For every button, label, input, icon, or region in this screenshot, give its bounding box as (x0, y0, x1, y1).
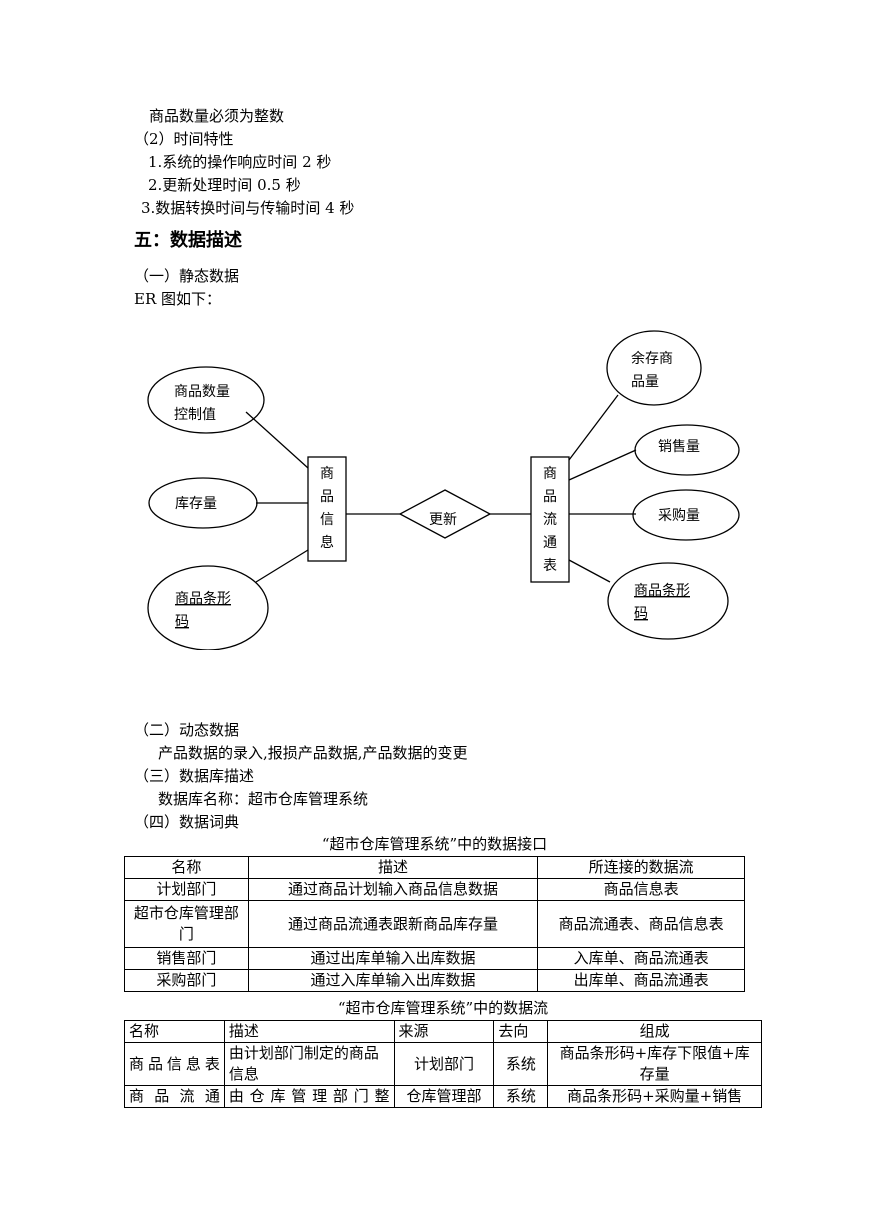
er-attr-barcode-right-line2: 码 (634, 606, 648, 622)
er-entity-product-info-char2: 品 (320, 489, 334, 505)
subheading-data-dictionary: （四）数据词典 (134, 813, 240, 831)
table2-header-dst: 去向 (493, 1020, 549, 1043)
er-link-quantity-control (245, 411, 309, 469)
table2-cell-name: 商品信息表 (124, 1042, 225, 1086)
section-heading-data-description: 五：数据描述 (134, 230, 242, 251)
er-attr-quantity-control-line1: 商品数量 (174, 384, 230, 400)
text-update-time: 2.更新处理时间 0.5 秒 (148, 176, 301, 194)
er-attr-remaining (606, 330, 702, 406)
table-header-row: 名称 描述 来源 去向 组成 (124, 1020, 762, 1043)
er-attr-sales (634, 424, 740, 476)
er-attr-remaining-line1: 余存商 (631, 350, 673, 367)
table1-cell-flow: 入库单、商品流通表 (537, 947, 745, 970)
text-response-time: 1.系统的操作响应时间 2 秒 (148, 153, 332, 171)
table2-cell-src: 仓库管理部 (393, 1085, 495, 1108)
table2-caption: “超市仓库管理系统”中的数据流 (337, 999, 549, 1017)
table2-cell-src: 计划部门 (393, 1042, 495, 1086)
text-integer-rule: 商品数量必须为整数 (149, 107, 285, 125)
er-attr-purchase (632, 489, 740, 541)
er-attr-quantity-control (147, 366, 265, 434)
table1-header-desc: 描述 (247, 856, 539, 879)
er-attr-barcode-right-line1: 商品条形 (634, 582, 690, 599)
table1-cell-desc: 通过商品流通表跟新商品库存量 (247, 900, 539, 948)
er-attr-purchase-label: 采购量 (658, 508, 700, 524)
text-transfer-time: 3.数据转换时间与传输时间 4 秒 (141, 199, 355, 217)
er-entity-circulation-char4: 通 (543, 535, 557, 551)
table2-cell-desc: 由仓库管理部门整 (223, 1085, 395, 1108)
er-diagram: 商品数量 控制值 库存量 商品条形 码 商 品 信 息 更新 商 品 流 通 表… (147, 330, 740, 650)
dynamic-data-description: 产品数据的录入,报损产品数据,产品数据的变更 (158, 744, 468, 762)
er-link-barcode-right (568, 559, 611, 583)
database-name: 数据库名称：超市仓库管理系统 (158, 790, 369, 808)
er-attr-sales-label: 销售量 (658, 439, 700, 455)
er-attr-barcode-left (147, 565, 269, 650)
table2-header-name: 名称 (124, 1020, 225, 1043)
table2-header-comp: 组成 (547, 1020, 762, 1043)
table1-cell-name: 采购部门 (124, 969, 249, 992)
table-row: 超市仓库管理部门 通过商品流通表跟新商品库存量 商品流通表、商品信息表 (124, 900, 745, 948)
table-row: 商品流通 由仓库管理部门整 仓库管理部 系统 商品条形码+采购量+销售 (124, 1085, 762, 1108)
table1-caption: “超市仓库管理系统”中的数据接口 (321, 835, 548, 853)
er-link-sales (568, 449, 637, 481)
er-link-remaining (568, 394, 619, 461)
table-row: 销售部门 通过出库单输入出库数据 入库单、商品流通表 (124, 947, 745, 970)
er-relation-update-label: 更新 (429, 512, 457, 528)
table1-cell-name: 超市仓库管理部门 (124, 900, 249, 948)
er-link-barcode-left (255, 549, 309, 583)
er-relation-update (398, 489, 492, 539)
table2-header-desc: 描述 (223, 1020, 395, 1043)
table1-cell-flow: 商品流通表、商品信息表 (537, 900, 745, 948)
table2-header-src: 来源 (393, 1020, 495, 1043)
er-entity-product-info (307, 456, 347, 562)
table2-cell-desc: 由计划部门制定的商品信息 (223, 1042, 395, 1086)
er-attr-barcode-right (607, 562, 729, 640)
table-header-row: 名称 描述 所连接的数据流 (124, 856, 745, 879)
table2-cell-comp: 商品条形码+库存下限值+库存量 (547, 1042, 762, 1086)
table1-cell-desc: 通过出库单输入出库数据 (247, 947, 539, 970)
er-attr-stock-label: 库存量 (175, 496, 217, 512)
text-time-feature: （2）时间特性 (134, 130, 234, 148)
er-attr-quantity-control-line2: 控制值 (174, 407, 216, 423)
table-row: 商品信息表 由计划部门制定的商品信息 计划部门 系统 商品条形码+库存下限值+库… (124, 1042, 762, 1086)
er-entity-circulation (530, 456, 570, 583)
er-intro-text: ER 图如下： (134, 290, 222, 308)
er-entity-product-info-char3: 信 (320, 512, 334, 528)
er-attr-remaining-line2: 品量 (631, 374, 659, 390)
subheading-database-description: （三）数据库描述 (134, 767, 255, 785)
table2-cell-dst: 系统 (493, 1085, 549, 1108)
table1-cell-flow: 出库单、商品流通表 (537, 969, 745, 992)
table1-cell-desc: 通过商品计划输入商品信息数据 (247, 878, 539, 901)
table1-header-name: 名称 (124, 856, 249, 879)
er-attr-stock (148, 477, 258, 529)
table1-cell-desc: 通过入库单输入出库数据 (247, 969, 539, 992)
table1-cell-name: 计划部门 (124, 878, 249, 901)
er-entity-product-info-char1: 商 (320, 466, 334, 482)
table1-header-flow: 所连接的数据流 (537, 856, 745, 879)
subheading-dynamic-data: （二）动态数据 (134, 721, 240, 739)
table1-cell-flow: 商品信息表 (537, 878, 745, 901)
er-attr-barcode-left-line1: 商品条形 (175, 590, 231, 607)
table-row: 采购部门 通过入库单输入出库数据 出库单、商品流通表 (124, 969, 745, 992)
er-entity-circulation-char1: 商 (543, 466, 557, 482)
er-entity-circulation-char3: 流 (543, 512, 557, 528)
er-attr-barcode-left-line2: 码 (175, 614, 189, 630)
table1-cell-name: 销售部门 (124, 947, 249, 970)
table2-cell-comp: 商品条形码+采购量+销售 (547, 1085, 762, 1108)
er-entity-circulation-char5: 表 (543, 558, 557, 574)
table-row: 计划部门 通过商品计划输入商品信息数据 商品信息表 (124, 878, 745, 901)
data-interface-table: 名称 描述 所连接的数据流 计划部门 通过商品计划输入商品信息数据 商品信息表 … (124, 856, 745, 992)
subheading-static-data: （一）静态数据 (134, 267, 240, 285)
table2-cell-name: 商品流通 (124, 1085, 225, 1108)
table2-cell-dst: 系统 (493, 1042, 549, 1086)
er-entity-circulation-char2: 品 (543, 489, 557, 505)
er-entity-product-info-char4: 息 (320, 534, 334, 551)
data-flow-table: 名称 描述 来源 去向 组成 商品信息表 由计划部门制定的商品信息 计划部门 系… (124, 1020, 762, 1108)
